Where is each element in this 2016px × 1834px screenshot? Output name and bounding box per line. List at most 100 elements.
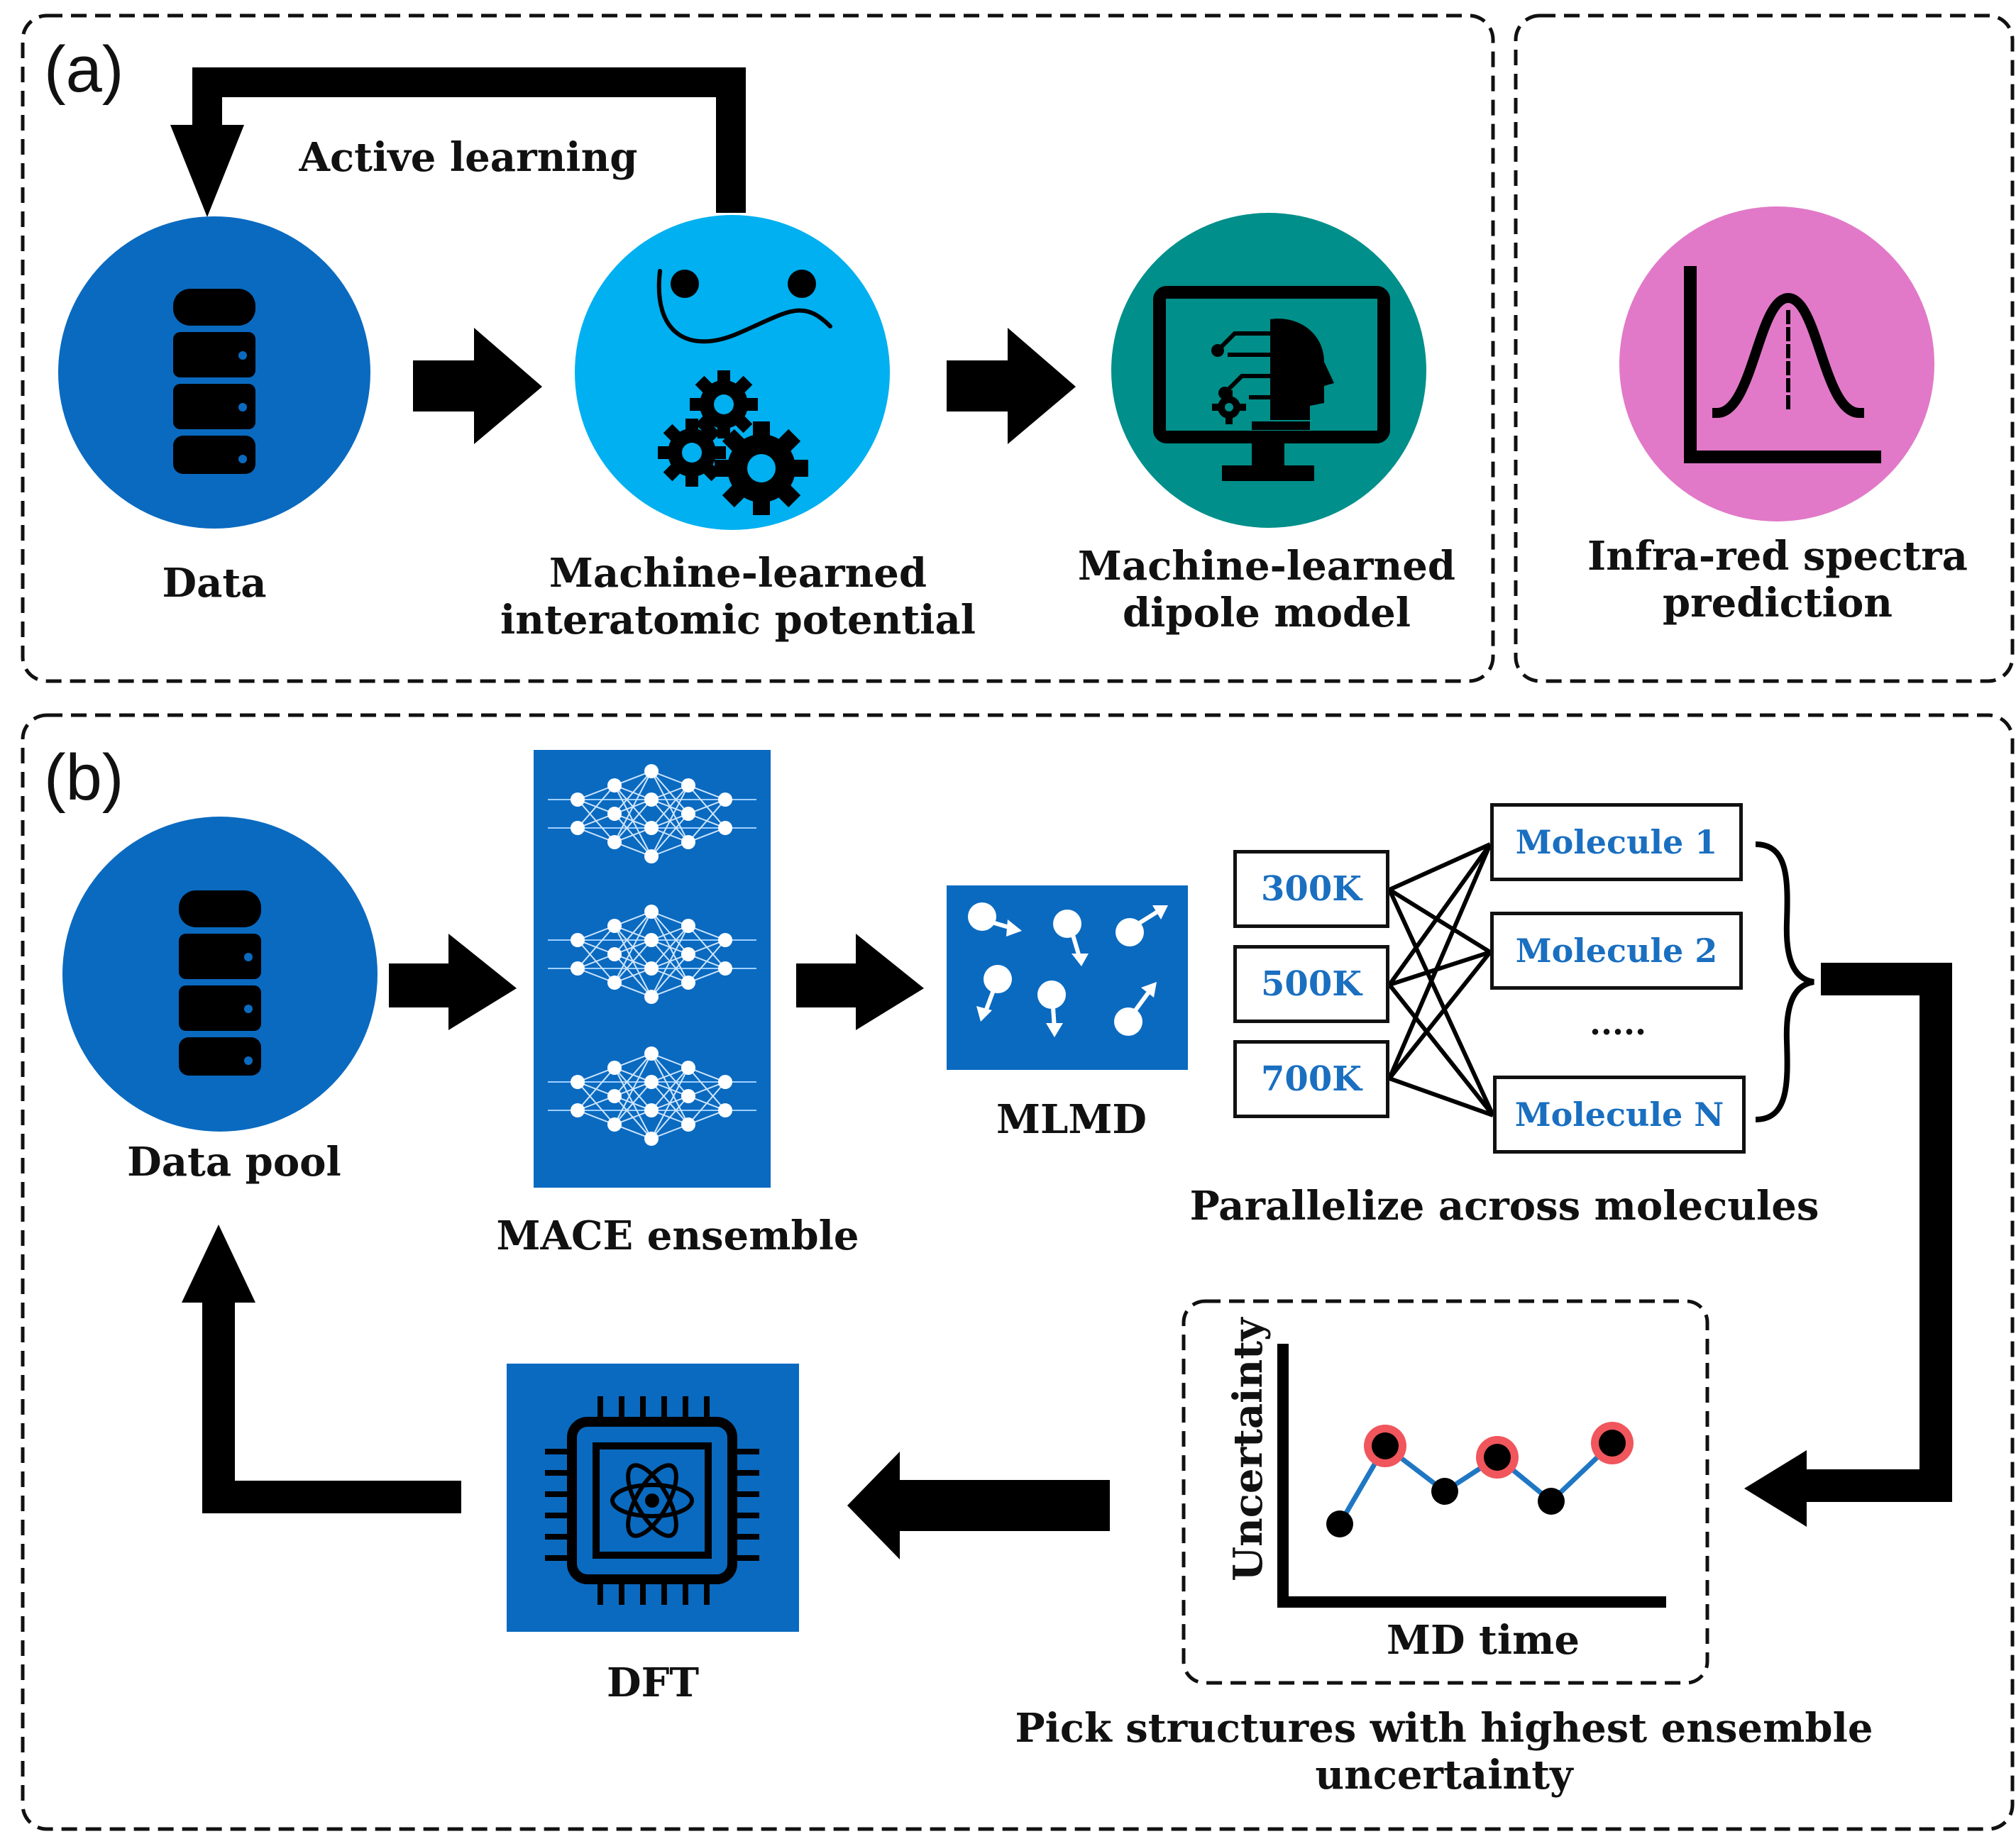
active-learning-label: Active learning: [299, 134, 638, 181]
neuron-node: [681, 947, 695, 961]
neuron-node: [681, 1061, 695, 1075]
temp-box-700: 700K: [1233, 1040, 1389, 1118]
neuron-node: [644, 764, 659, 778]
neuron-node: [571, 961, 585, 976]
neuron-node: [681, 976, 695, 990]
temp-box-300: 300K: [1233, 850, 1389, 928]
molecule-box-n: Molecule N: [1493, 1076, 1746, 1154]
pick-label: Pick structures with highest ensemble un…: [979, 1705, 1909, 1799]
mlip-label: Machine-learned interatomic potential: [461, 550, 1015, 643]
ir-circle: [1619, 206, 1934, 521]
neural-network-icon: [548, 905, 756, 1004]
neuron-node: [571, 821, 585, 835]
neuron-node: [644, 792, 659, 807]
arrow-pool-to-mace: [389, 934, 517, 1030]
neuron-node: [718, 1075, 732, 1089]
uncertainty-box: [1181, 1299, 1709, 1685]
pick-label-line2: uncertainty: [1315, 1751, 1573, 1799]
neuron-node: [607, 778, 622, 792]
dft-label: DFT: [607, 1659, 699, 1706]
neuron-node: [644, 1046, 659, 1061]
neuron-node: [607, 919, 622, 933]
panel-b-frame: [21, 713, 2015, 1831]
mace-label: MACE ensemble: [496, 1212, 859, 1259]
neuron-node: [607, 1061, 622, 1075]
mlip-label-line2: interatomic potential: [500, 596, 976, 643]
data-label: Data: [162, 560, 267, 607]
neuron-node: [607, 1117, 622, 1132]
particles-icon: [968, 902, 1168, 1037]
ir-label-line1: Infra-red spectra: [1587, 533, 1968, 580]
parallel-label: Parallelize across molecules: [1189, 1183, 1819, 1230]
neuron-node: [681, 835, 695, 849]
mlip-label-line1: Machine-learned: [549, 550, 927, 597]
neuron-node: [644, 821, 659, 835]
arrow-to-uncertainty: [1744, 1450, 1807, 1527]
gears-icon: [658, 370, 808, 515]
panel-ir-frame: [1514, 13, 2015, 683]
neuron-node: [718, 933, 732, 947]
temp-box-500: 500K: [1233, 945, 1389, 1023]
neuron-node: [571, 1075, 585, 1089]
dipole-label-line2: dipole model: [1123, 589, 1411, 636]
neuron-node: [607, 947, 622, 961]
neuron-node: [644, 1075, 659, 1089]
neural-network-icons: [548, 764, 756, 1146]
molecule-box-2: Molecule 2: [1490, 912, 1743, 990]
neuron-node: [644, 990, 659, 1004]
neuron-node: [644, 1132, 659, 1146]
neuron-node: [644, 961, 659, 976]
neuron-node: [607, 1089, 622, 1103]
neural-network-icon: [548, 764, 756, 863]
ir-label: Infra-red spectra prediction: [1533, 533, 2016, 626]
arrow-mace-to-mlmd: [796, 934, 924, 1030]
neuron-node: [644, 849, 659, 863]
neuron-node: [644, 1103, 659, 1117]
neuron-node: [571, 792, 585, 807]
molecules-brace: [1755, 841, 1814, 1122]
uncertainty-y-label: Uncertainty: [1225, 1318, 1272, 1581]
neuron-node: [681, 919, 695, 933]
chip-atom-icon: [545, 1396, 759, 1605]
monitor-ai-icon: [1153, 286, 1390, 481]
dipole-label: Machine-learned dipole model: [1036, 543, 1497, 636]
parallel-connections: [1387, 842, 1495, 1117]
spectrum-icon: [1684, 266, 1881, 463]
molecule-box-1: Molecule 1: [1490, 803, 1743, 881]
ir-label-line2: prediction: [1662, 579, 1893, 626]
neuron-node: [571, 1103, 585, 1117]
arrow-data-to-mlip: [413, 328, 542, 444]
neuron-node: [607, 835, 622, 849]
arrow-to-data-pool: [182, 1225, 255, 1303]
pick-label-line1: Pick structures with highest ensemble: [1015, 1705, 1873, 1752]
neural-network-icon: [548, 1046, 756, 1146]
neuron-node: [571, 933, 585, 947]
neuron-node: [607, 807, 622, 821]
arrow-to-dft: [847, 1452, 1110, 1559]
neuron-node: [644, 905, 659, 919]
mlmd-label: MLMD: [996, 1096, 1147, 1143]
neuron-node: [681, 1117, 695, 1132]
panel-b-letter: (b): [44, 741, 124, 814]
neuron-node: [718, 1103, 732, 1117]
neuron-node: [681, 1089, 695, 1103]
uncertainty-points: [1326, 1430, 1626, 1537]
potential-curve-icon: [656, 269, 832, 344]
data-pool-label: Data pool: [127, 1139, 341, 1186]
neuron-node: [681, 807, 695, 821]
uncertainty-x-label: MD time: [1386, 1617, 1580, 1664]
neuron-node: [718, 821, 732, 835]
neuron-node: [607, 976, 622, 990]
active-learning-arrowhead: [170, 125, 244, 217]
molecules-ellipsis: .....: [1589, 1004, 1647, 1042]
arrow-mlip-to-dipole: [947, 328, 1076, 444]
panel-a-letter: (a): [44, 33, 124, 106]
neuron-node: [718, 961, 732, 976]
neuron-node: [681, 778, 695, 792]
dipole-label-line1: Machine-learned: [1077, 543, 1456, 590]
neuron-node: [718, 792, 732, 807]
neuron-node: [644, 933, 659, 947]
panel-a-frame: [21, 13, 1495, 683]
